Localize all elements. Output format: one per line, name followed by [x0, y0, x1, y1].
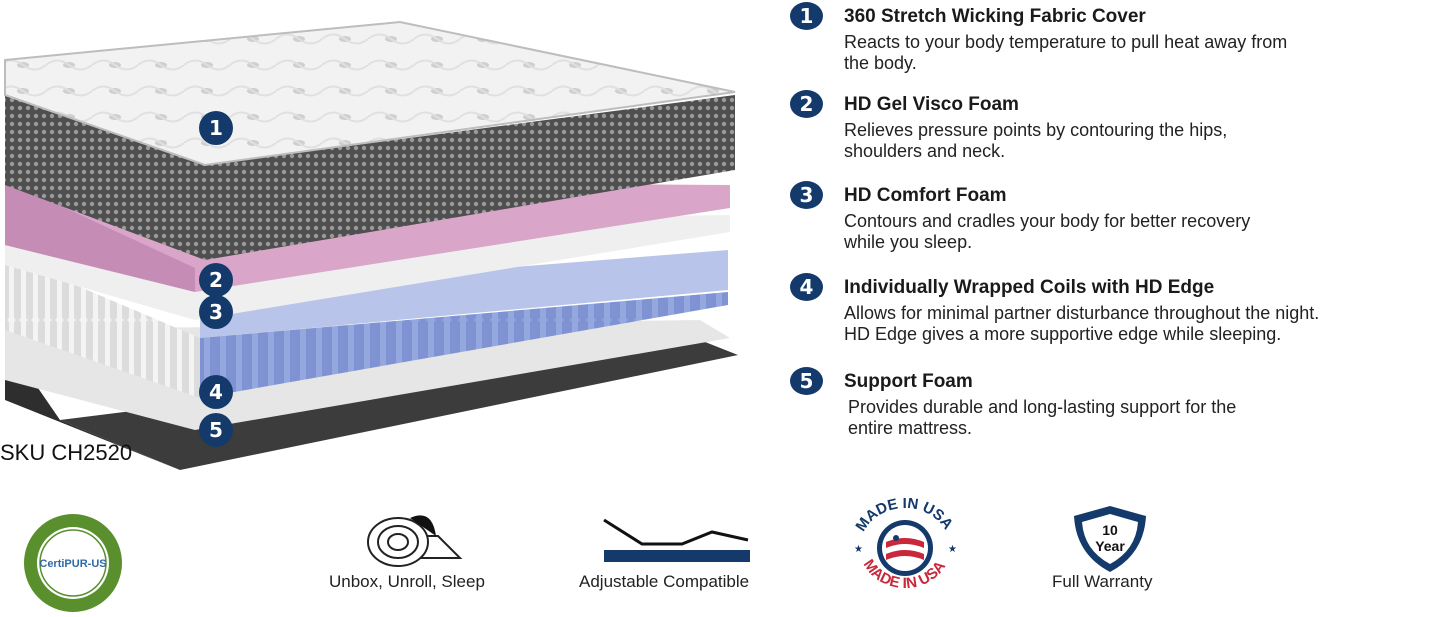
usa-flag-seal-icon: MADE IN USA MADE IN USA ★ ★ [852, 498, 957, 592]
layer-marker-2: 2 [199, 263, 233, 297]
feature-description: Allows for minimal partner disturbance t… [844, 303, 1320, 344]
cover-top [5, 22, 735, 165]
feature-number-badge: 3 [790, 181, 823, 209]
svg-text:Year: Year [1095, 538, 1125, 554]
svg-text:4: 4 [209, 380, 223, 404]
feature-number-badge: 5 [790, 367, 823, 395]
badge-row: CertiPUR-US Unbox, Unroll, Sleep Adjusta… [0, 490, 1445, 617]
coil-edge-layer [5, 255, 200, 398]
feature-description: Contours and cradles your body for bette… [844, 211, 1251, 252]
svg-text:★: ★ [948, 544, 957, 555]
cover-side-right [205, 95, 735, 260]
feature-number-badge: 4 [790, 273, 823, 301]
feature-title: HD Comfort Foam [844, 185, 1007, 206]
mattress-layers-illustration: 1 2 3 4 5 [4, 20, 738, 470]
svg-text:1: 1 [209, 116, 223, 140]
feature-title: HD Gel Visco Foam [844, 94, 1019, 115]
feature-title: 360 Stretch Wicking Fabric Cover [844, 6, 1146, 27]
sku-label: SKU CH2520 [0, 440, 133, 465]
feature-description: Provides durable and long-lasting suppor… [848, 397, 1237, 438]
adjustable-label: Adjustable Compatible [579, 572, 750, 591]
coil-layer [200, 292, 728, 398]
feature-title: Support Foam [844, 371, 973, 392]
svg-text:3: 3 [209, 300, 223, 324]
unbox-label: Unbox, Unroll, Sleep [329, 572, 485, 591]
feature-description: Reacts to your body temperature to pull … [844, 32, 1288, 73]
feature-number-badge: 1 [790, 2, 823, 30]
layer-marker-4: 4 [199, 375, 233, 409]
feature-number-badge: 2 [790, 90, 823, 118]
layer-marker-5: 5 [199, 413, 233, 447]
svg-text:CertiPUR-US: CertiPUR-US [39, 558, 106, 570]
layer-marker-1: 1 [199, 111, 233, 145]
feature-title: Individually Wrapped Coils with HD Edge [844, 277, 1215, 298]
svg-text:5: 5 [209, 418, 223, 442]
certipur-seal-icon: CertiPUR-US [24, 514, 122, 612]
warranty-label: Full Warranty [1052, 572, 1153, 591]
adjustable-base-icon [603, 518, 750, 562]
feature-description: Relieves pressure points by contouring t… [844, 120, 1228, 161]
svg-text:10: 10 [1102, 522, 1118, 538]
layer-marker-3: 3 [199, 295, 233, 329]
svg-text:★: ★ [854, 544, 863, 555]
svg-text:2: 2 [209, 268, 223, 292]
cover-side-front [5, 95, 205, 260]
shield-icon: 10 Year [1074, 506, 1146, 572]
rolled-mattress-icon [367, 515, 463, 567]
